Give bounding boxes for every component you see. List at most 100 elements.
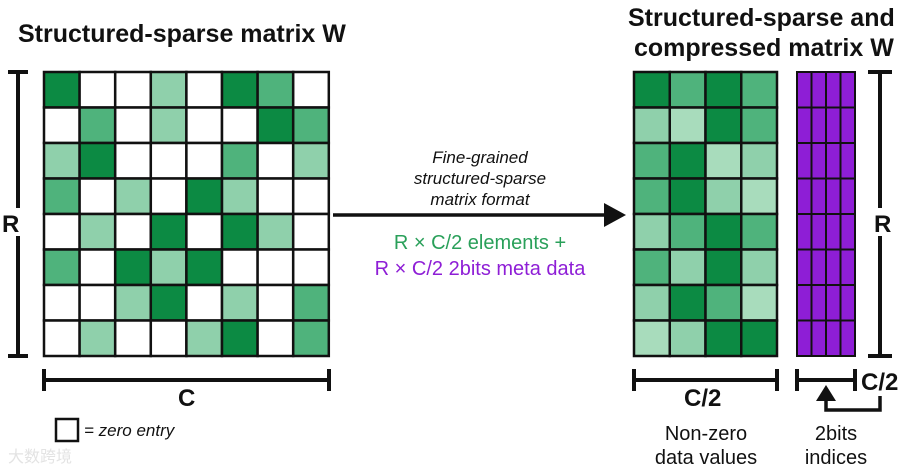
compressed-value-cell <box>632 248 671 287</box>
meta-index-cell <box>810 142 827 180</box>
sparse-matrix-cell <box>42 283 81 322</box>
sparse-matrix-cell <box>149 319 188 358</box>
sparse-matrix-cell <box>256 141 295 180</box>
sparse-matrix-cell <box>113 283 153 322</box>
sparse-matrix-cell <box>256 106 295 145</box>
compressed-values-grid <box>632 70 779 358</box>
sparse-matrix-cell <box>220 177 259 216</box>
compressed-value-cell <box>668 70 707 109</box>
sparse-matrix-cell <box>113 106 153 145</box>
sparse-matrix-cell <box>220 319 259 358</box>
sparse-matrix-cell <box>42 141 81 180</box>
sparse-matrix-grid <box>42 70 331 358</box>
compressed-value-cell <box>668 283 707 322</box>
compressed-value-cell <box>704 319 743 358</box>
indices-caption-line1: 2bits <box>815 423 857 445</box>
conversion-arrow <box>333 203 626 227</box>
compressed-value-cell <box>632 106 671 145</box>
sparse-matrix-cell <box>185 177 224 216</box>
sparse-matrix-cell <box>149 177 188 216</box>
col-bracket-left <box>42 369 331 391</box>
sparse-matrix-cell <box>78 283 117 322</box>
meta-index-cell <box>796 106 813 144</box>
sparse-matrix-cell <box>78 106 117 145</box>
sparse-matrix-cell <box>113 141 153 180</box>
left-title: Structured-sparse matrix W <box>18 20 346 48</box>
sparse-matrix-cell <box>42 248 81 287</box>
compressed-value-cell <box>632 283 671 322</box>
meta-index-cell <box>796 177 813 215</box>
meta-index-cell <box>839 248 856 286</box>
meta-index-cell <box>796 213 813 251</box>
compressed-value-cell <box>704 106 743 145</box>
sparse-matrix-cell <box>256 70 295 109</box>
compressed-value-cell <box>668 212 707 251</box>
right-title-line2: compressed matrix W <box>634 34 894 62</box>
sparse-matrix-cell <box>113 319 153 358</box>
meta-index-cell <box>825 71 842 109</box>
meta-index-cell <box>796 71 813 109</box>
compressed-value-cell <box>632 70 671 109</box>
values-caption-line1: Non-zero <box>665 423 747 445</box>
meta-index-cell <box>810 319 827 357</box>
meta-index-cell <box>839 177 856 215</box>
meta-index-cell <box>839 213 856 251</box>
meta-index-cell <box>839 142 856 180</box>
sparse-matrix-cell <box>256 248 295 287</box>
sparse-matrix-cell <box>149 212 188 251</box>
row-label-right: R <box>874 211 891 238</box>
col-bracket-values <box>632 369 779 391</box>
meta-index-cell <box>796 284 813 322</box>
sparse-matrix-cell <box>78 70 117 109</box>
meta-index-cell <box>810 106 827 144</box>
sparse-matrix-cell <box>291 70 331 109</box>
sparse-matrix-cell <box>185 283 224 322</box>
meta-index-cell <box>810 284 827 322</box>
legend-text: = zero entry <box>84 421 176 440</box>
sparse-matrix-cell <box>185 248 224 287</box>
sparse-matrix-cell <box>185 212 224 251</box>
sparse-matrix-cell <box>78 248 117 287</box>
sparse-matrix-cell <box>149 283 188 322</box>
meta-index-cell <box>825 248 842 286</box>
compressed-value-cell <box>704 212 743 251</box>
sparse-matrix-cell <box>291 177 331 216</box>
sparse-matrix-cell <box>220 212 259 251</box>
col-bracket-meta <box>795 369 857 391</box>
indices-caption-line2: indices <box>805 447 867 469</box>
meta-index-cell <box>796 142 813 180</box>
arrow-caption-line3: matrix format <box>430 190 530 209</box>
meta-indices-grid <box>796 71 856 357</box>
sparse-matrix-cell <box>220 70 259 109</box>
compressed-value-cell <box>740 283 779 322</box>
sparse-matrix-cell <box>185 141 224 180</box>
sparse-matrix-cell <box>113 212 153 251</box>
sparse-matrix-cell <box>149 70 188 109</box>
row-label-left: R <box>2 211 19 238</box>
compressed-value-cell <box>740 141 779 180</box>
sparse-matrix-cell <box>149 248 188 287</box>
arrow-caption-line1: Fine-grained <box>432 148 528 167</box>
sparse-matrix-cell <box>42 319 81 358</box>
info-meta-text: R × C/2 2bits meta data <box>375 258 587 280</box>
sparse-matrix-cell <box>78 319 117 358</box>
sparse-matrix-cell <box>42 106 81 145</box>
watermark-text: 大数跨境 <box>8 447 72 466</box>
sparse-matrix-cell <box>291 141 331 180</box>
meta-index-cell <box>810 177 827 215</box>
sparse-matrix-cell <box>42 70 81 109</box>
sparse-matrix-cell <box>113 70 153 109</box>
compressed-value-cell <box>740 70 779 109</box>
meta-index-cell <box>825 284 842 322</box>
sparse-matrix-cell <box>185 319 224 358</box>
sparse-matrix-cell <box>291 106 331 145</box>
compressed-value-cell <box>632 319 671 358</box>
compressed-value-cell <box>632 177 671 216</box>
meta-index-cell <box>825 213 842 251</box>
sparse-matrix-cell <box>78 177 117 216</box>
sparse-matrix-cell <box>256 212 295 251</box>
meta-index-cell <box>825 106 842 144</box>
zero-entry-swatch <box>54 417 80 443</box>
sparse-matrix-cell <box>291 248 331 287</box>
